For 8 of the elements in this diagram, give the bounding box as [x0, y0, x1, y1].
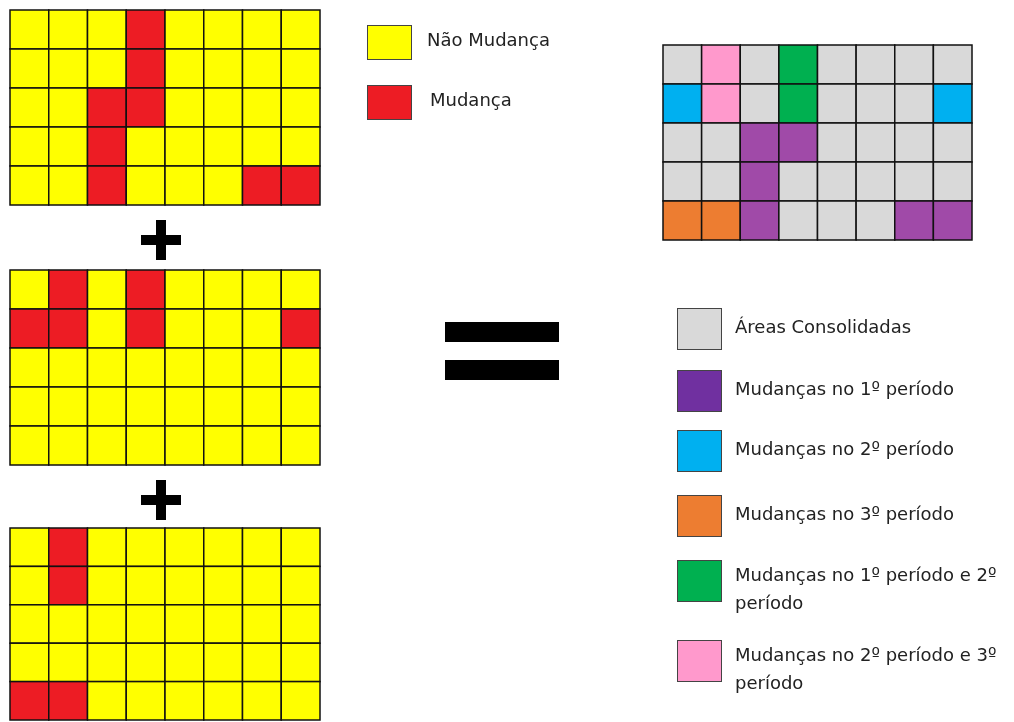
legend-label: Mudança — [430, 88, 513, 112]
legend-label: Mudanças no 1º período e 2º período — [735, 563, 997, 615]
legend-label: Áreas Consolidadas — [735, 315, 913, 339]
legend-label: Não Mudança — [427, 28, 551, 52]
legend-label: Mudanças no 1º período — [735, 377, 955, 401]
legend-label: Mudanças no 3º período — [735, 502, 955, 526]
legend-label: Mudanças no 2º período e 3º período — [735, 643, 997, 695]
legend-label: Mudanças no 2º período — [735, 437, 955, 461]
